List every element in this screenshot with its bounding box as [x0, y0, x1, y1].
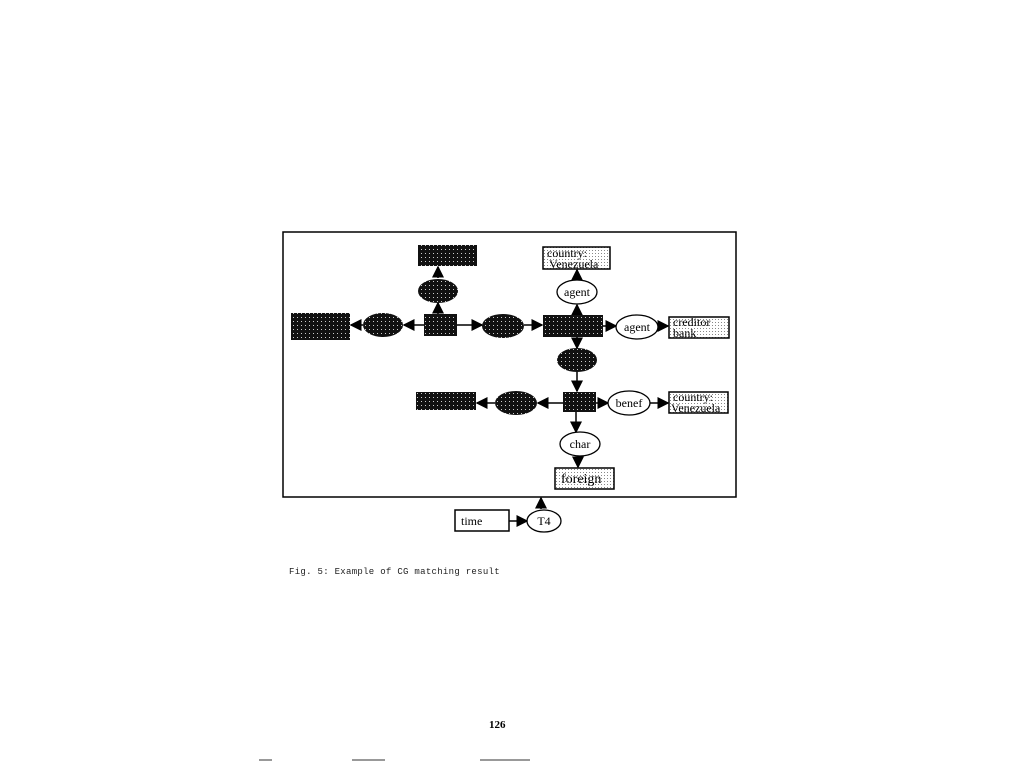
concept-creditor-bank: creditor bank	[668, 315, 730, 340]
edges	[349, 265, 670, 527]
relation-agent-right: agent	[615, 314, 659, 340]
relation-t4: T4	[526, 509, 562, 533]
relation-agent-top: agent	[556, 279, 598, 305]
relation-ellipse-dark	[482, 314, 524, 338]
concept-box-dark	[418, 245, 477, 266]
concept-foreign: foreign	[554, 467, 615, 490]
relation-char: char	[559, 431, 601, 457]
page-number: 126	[489, 719, 506, 731]
relation-ellipse-dark	[418, 279, 458, 303]
svg-text:country:: country:	[547, 246, 587, 260]
concept-box-dark	[543, 315, 603, 337]
concept-box-dark	[291, 313, 350, 340]
context-frame	[282, 231, 737, 498]
svg-text:country:: country:	[673, 390, 713, 404]
concept-box-dark	[416, 392, 476, 410]
svg-text:Venezuela: Venezuela	[671, 401, 721, 415]
svg-text:foreign: foreign	[561, 472, 601, 487]
concept-box-dark	[424, 314, 457, 336]
relation-ellipse-dark	[495, 391, 537, 415]
svg-text:bank: bank	[673, 326, 696, 340]
relation-benef: benef	[607, 390, 651, 416]
relation-ellipse-dark	[363, 313, 403, 337]
concept-time: time	[454, 509, 510, 532]
concept-country-right: country: Venezuela	[668, 390, 729, 415]
svg-text:char: char	[570, 437, 591, 451]
svg-text:time: time	[461, 514, 482, 528]
svg-text:agent: agent	[624, 320, 651, 334]
relation-ellipse-dark	[557, 348, 597, 372]
concept-country-top: country: Venezuela	[542, 246, 611, 271]
svg-text:benef: benef	[616, 396, 643, 410]
svg-text:T4: T4	[537, 514, 550, 528]
concept-box-dark	[563, 392, 596, 412]
svg-text:creditor: creditor	[673, 315, 710, 329]
svg-text:agent: agent	[564, 285, 591, 299]
figure-caption: Fig. 5: Example of CG matching result	[289, 567, 500, 577]
svg-text:Venezuela: Venezuela	[549, 257, 599, 271]
